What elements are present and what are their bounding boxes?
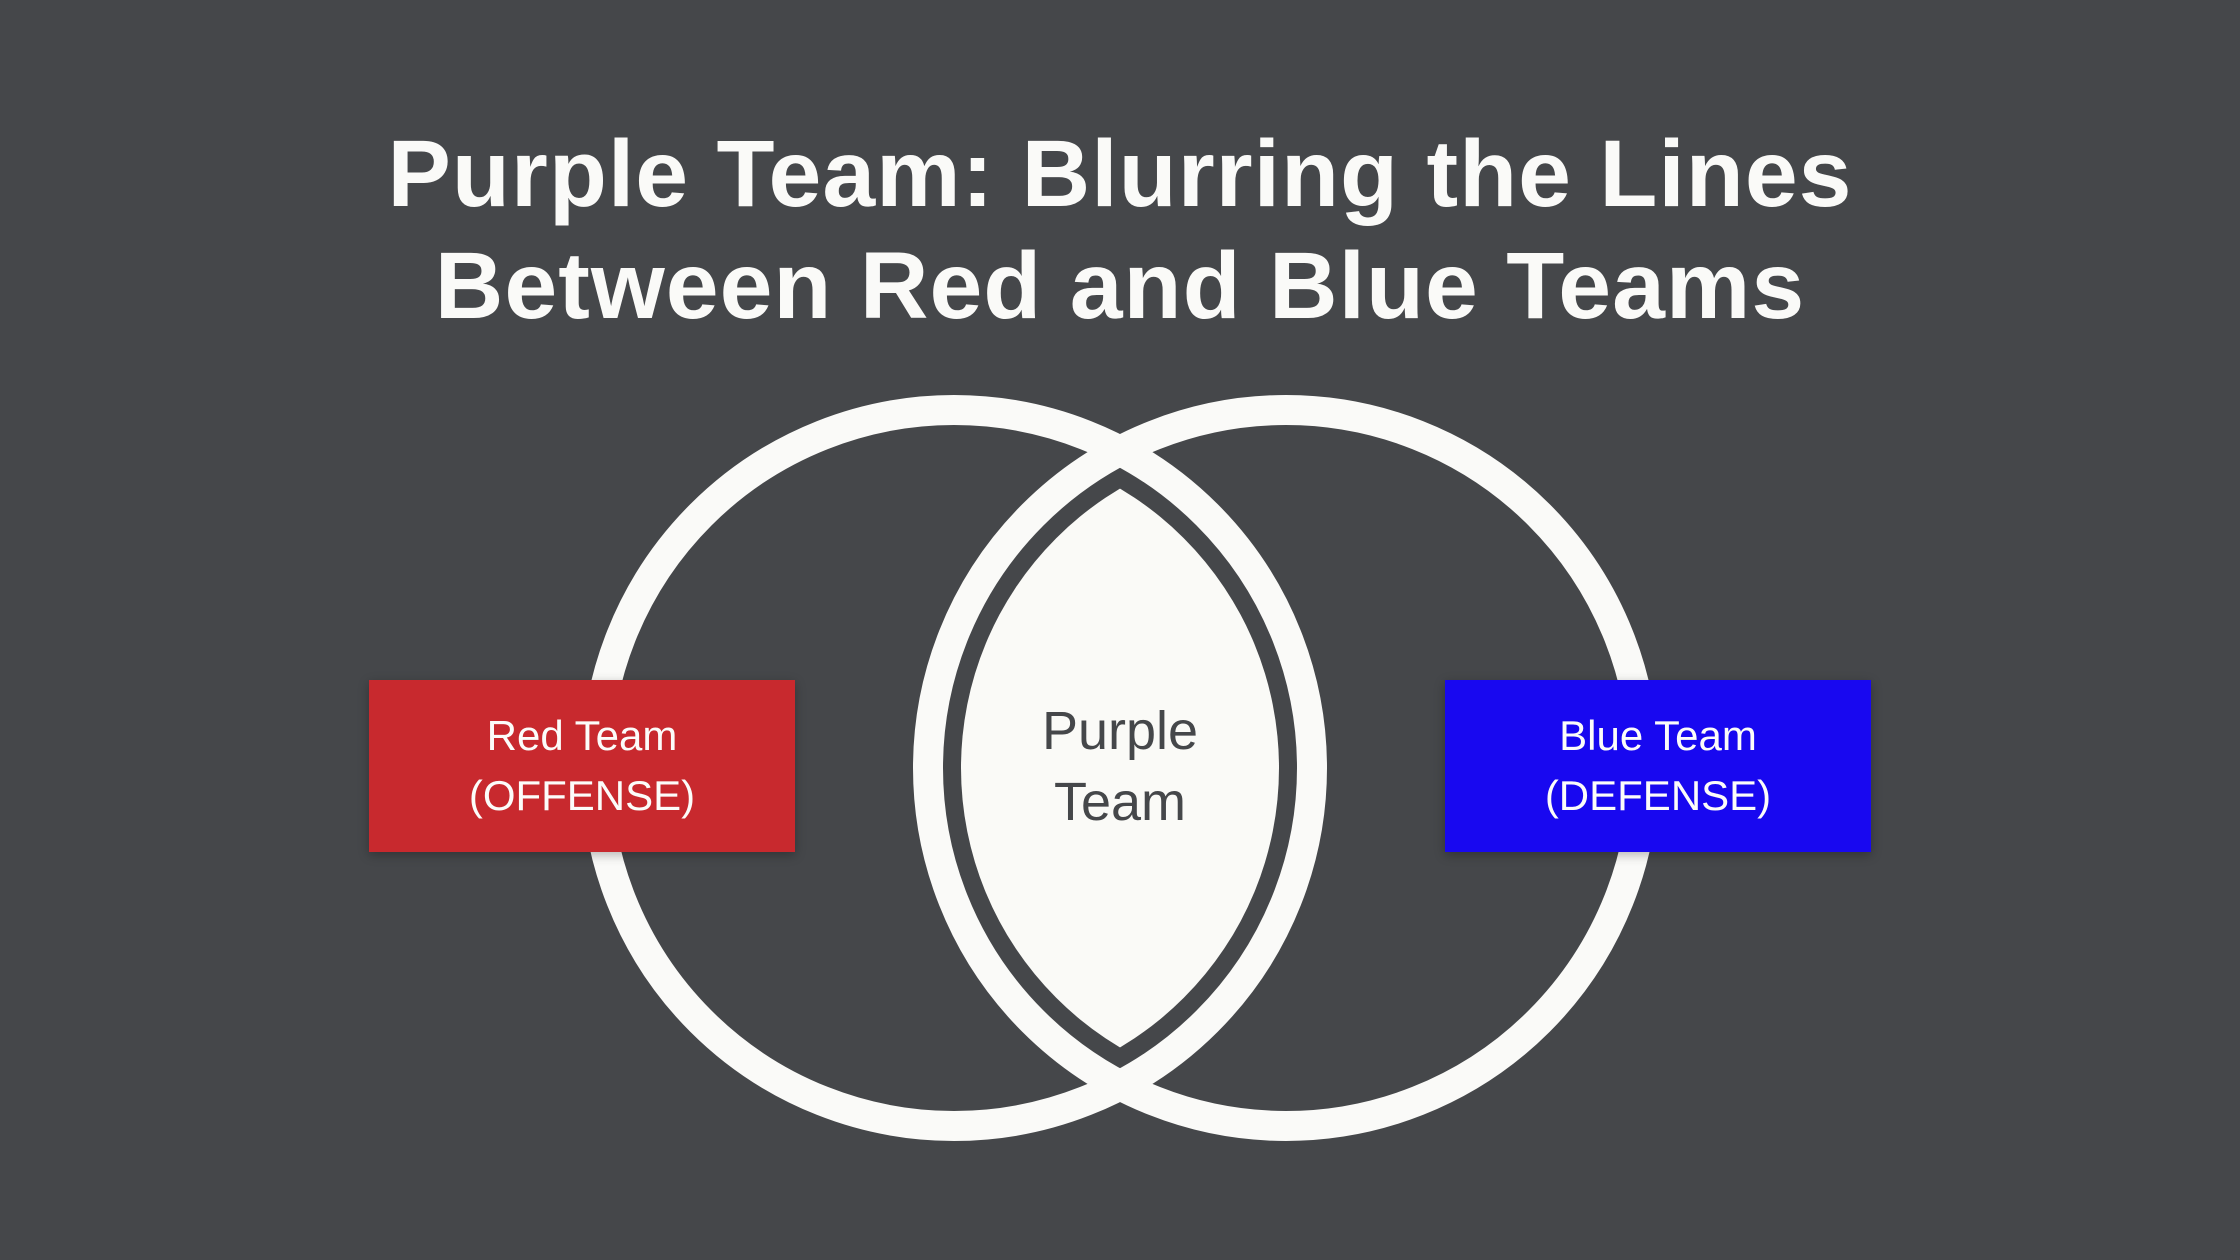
purple-team-label: Purple Team xyxy=(1042,696,1198,838)
purple-team-label-line-2: Team xyxy=(1053,772,1187,832)
blue-team-box: Blue Team (DEFENSE) xyxy=(1445,680,1871,852)
page-title-line-1: Purple Team: Blurring the Lines xyxy=(387,121,1853,227)
venn-intersection-lens xyxy=(961,443,1279,1093)
blue-team-label-line-1: Blue Team xyxy=(1559,712,1757,759)
blue-team-label-line-2: (DEFENSE) xyxy=(1544,772,1772,819)
page-title-line-2: Between Red and Blue Teams xyxy=(434,233,1806,339)
page-title: Purple Team: Blurring the Lines Between … xyxy=(0,118,2240,342)
purple-team-label-line-1: Purple xyxy=(1041,701,1199,761)
red-team-label-line-2: (OFFENSE) xyxy=(468,772,696,819)
red-team-label-line-1: Red Team xyxy=(486,712,678,759)
red-team-box: Red Team (OFFENSE) xyxy=(369,680,795,852)
